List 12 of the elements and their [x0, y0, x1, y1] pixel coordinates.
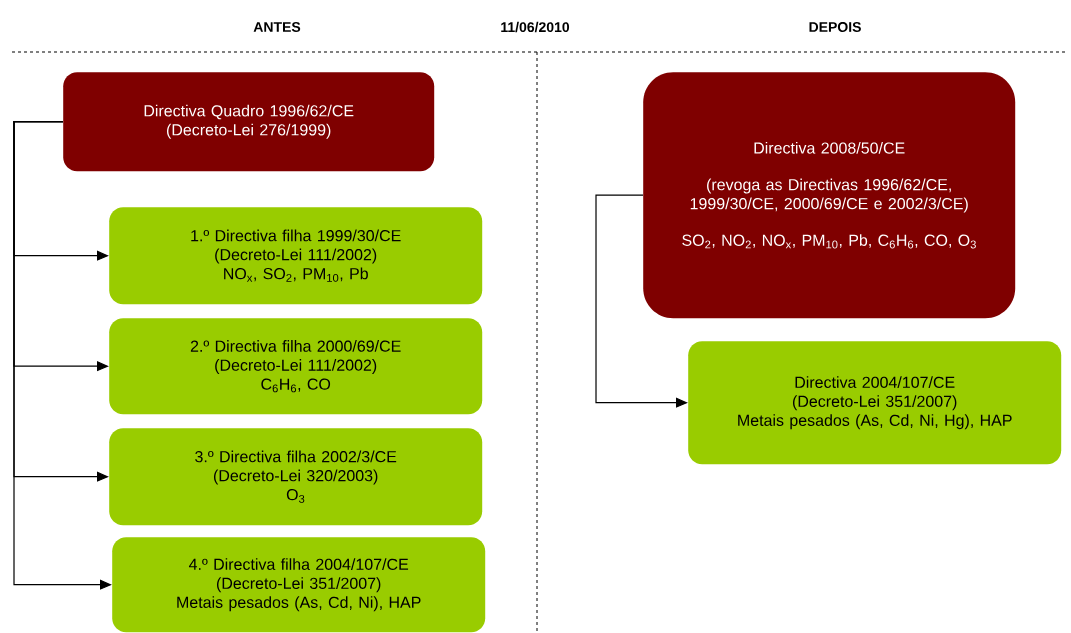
daughter-directive-box: 1.º Directiva filha 1999/30/CE (Decreto-Lei 111/2002) NO$_{x}$, SO$_{2}$, PM$_{10}$, Pb: [109, 207, 483, 305]
arrow: [595, 194, 688, 408]
directive-box: Directiva 2008/50/CE (revoga as Directivas 1996/62/CE, 1999/30/CE, 2000/69/CE e 2002/3/CE) SO$_{2}$, NO$_{2}$, NO$_{x}$, PM$_{10}$, Pb, C$_{6}$H$_{6}$, CO, O$_{3}$: [643, 72, 1016, 319]
directive-box: Directiva Quadro 1996/62/CE (Decreto-Lei 276/1999): [63, 72, 435, 172]
daughter-directive-box: Directiva 2004/107/CE (Decreto-Lei 351/2007) Metais pesados (As, Cd, Ni, Hg), HAP: [688, 341, 1062, 465]
daughter-directive-box: 3.º Directiva filha 2002/3/CE (Decreto-Lei 320/2003) O$_{3}$: [109, 428, 483, 526]
column-heading: DEPOIS: [809, 22, 861, 32]
daughter-directive-box: 4.º Directiva filha 2004/107/CE (Decreto-Lei 351/2007) Metais pesados (As, Cd, Ni), HAP: [112, 537, 486, 633]
arrow: [13, 121, 112, 590]
daughter-directive-box: 2.º Directiva filha 2000/69/CE (Decreto-Lei 111/2002) C$_{6}$H$_{6}$, CO: [109, 318, 483, 415]
column-heading: ANTES: [253, 22, 301, 32]
column-heading: 11/06/2010: [501, 21, 570, 33]
